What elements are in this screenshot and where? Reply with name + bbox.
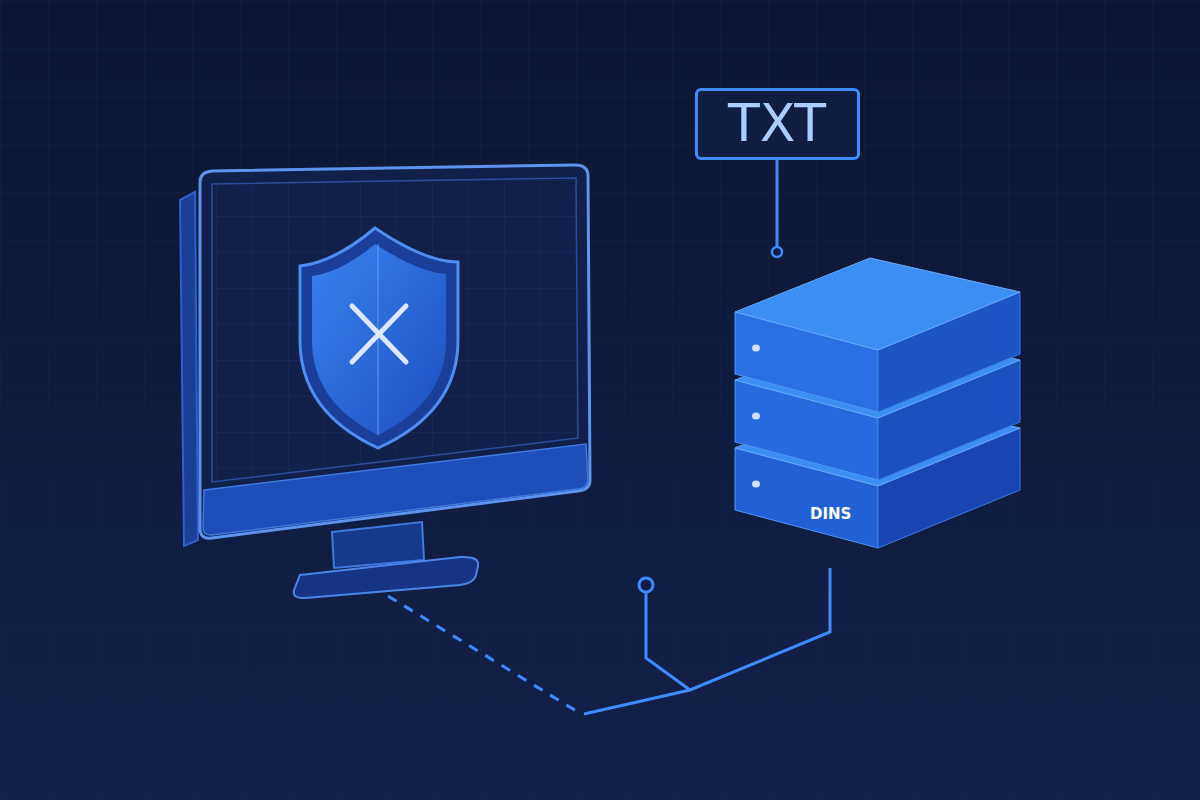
- shield-icon: [300, 228, 458, 448]
- server-label: DINS: [810, 506, 851, 523]
- leader-connector: [776, 160, 779, 248]
- server-stack-shape: [730, 250, 1025, 568]
- server-stack: DINS: [730, 250, 1025, 568]
- record-type-label: TXT: [728, 95, 826, 152]
- connector-dot: [772, 247, 782, 257]
- server-layer: [735, 258, 1020, 412]
- monitor: [180, 165, 590, 598]
- label-box: TXT: [695, 88, 860, 160]
- network-wire: [388, 568, 830, 714]
